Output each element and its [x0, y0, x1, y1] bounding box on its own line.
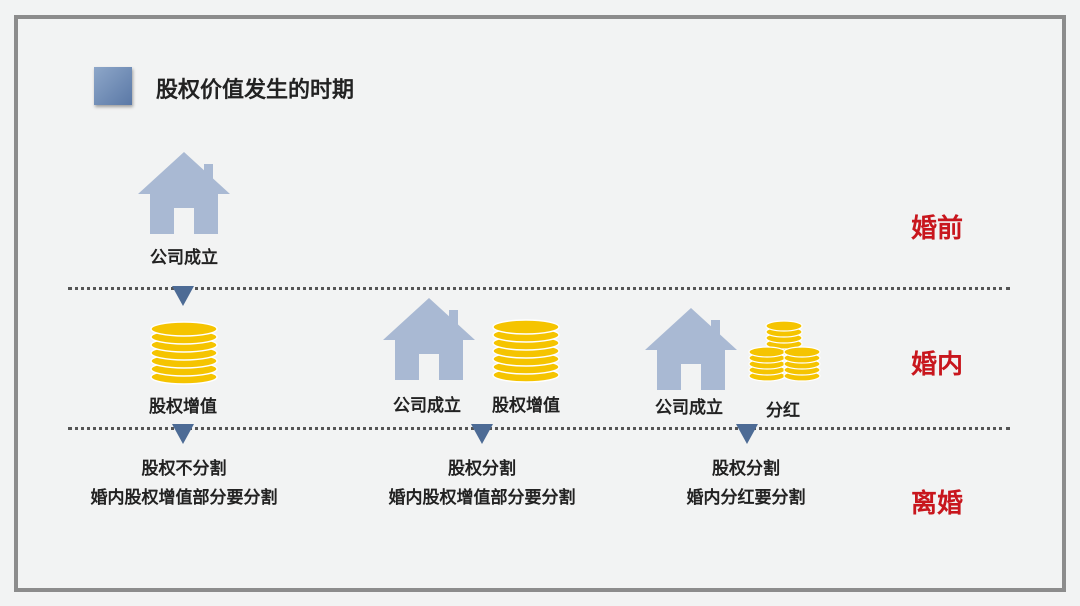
- arrow-down-icon: [172, 286, 194, 306]
- house-icon: [645, 308, 737, 390]
- title-bullet-square: [94, 67, 132, 105]
- note-col2: 股权分割 婚内股权增值部分要分割: [342, 455, 622, 513]
- phase-label-during-marriage: 婚内: [911, 350, 964, 380]
- arrow-down-icon: [172, 424, 194, 444]
- arrow-down-icon: [471, 424, 493, 444]
- diagram-frame: [14, 15, 1066, 592]
- note-line: 婚内分红要分割: [686, 488, 806, 508]
- arrow-down-icon: [736, 424, 758, 444]
- note-line: 婚内股权增值部分要分割: [388, 488, 576, 508]
- label-dividend: 分红: [766, 401, 800, 421]
- coin-piles-icon: [748, 320, 821, 382]
- house-icon: [383, 298, 475, 380]
- coin-stack-icon: [150, 321, 218, 385]
- label-company-founded: 公司成立: [655, 398, 723, 418]
- label-equity-appreciation: 股权增值: [492, 396, 560, 416]
- note-line: 股权分割: [448, 459, 516, 479]
- note-col3: 股权分割 婚内分红要分割: [606, 455, 886, 513]
- house-icon: [138, 152, 230, 234]
- label-equity-appreciation: 股权增值: [149, 397, 217, 417]
- divider-before-during: [68, 287, 1010, 290]
- page-title: 股权价值发生的时期: [156, 78, 355, 103]
- note-line: 股权分割: [712, 459, 780, 479]
- phase-label-before-marriage: 婚前: [911, 214, 964, 244]
- label-company-founded: 公司成立: [393, 396, 461, 416]
- note-col1: 股权不分割 婚内股权增值部分要分割: [44, 455, 324, 513]
- label-company-founded: 公司成立: [150, 248, 218, 268]
- phase-label-divorce: 离婚: [911, 489, 964, 519]
- divider-during-divorce: [68, 427, 1010, 430]
- note-line: 股权不分割: [141, 459, 227, 479]
- note-line: 婚内股权增值部分要分割: [90, 488, 278, 508]
- coin-stack-icon: [492, 319, 560, 383]
